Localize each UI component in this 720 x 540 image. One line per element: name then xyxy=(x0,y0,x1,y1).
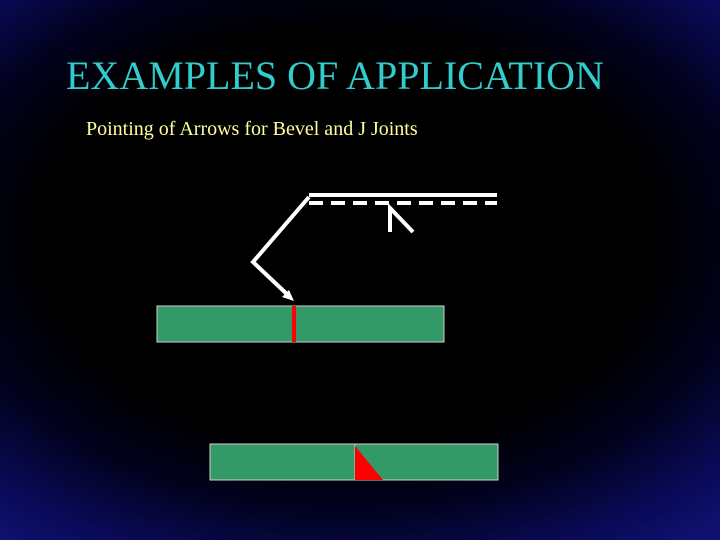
bevel-symbol-icon xyxy=(388,203,415,234)
arrowhead-icon xyxy=(282,290,294,301)
slide-subtitle: Pointing of Arrows for Bevel and J Joint… xyxy=(86,118,418,140)
welding-symbol xyxy=(250,193,497,301)
bottom-right-plate xyxy=(354,443,499,481)
bevel-groove xyxy=(355,446,383,480)
left-plate xyxy=(156,305,295,343)
bevel-joint-assembly xyxy=(209,443,499,481)
bottom-left-plate xyxy=(209,443,356,481)
right-plate xyxy=(293,305,445,343)
slide-title: EXAMPLES OF APPLICATION xyxy=(66,53,604,98)
arrow-leader-icon xyxy=(250,195,311,299)
butt-joint-assembly xyxy=(156,305,445,343)
